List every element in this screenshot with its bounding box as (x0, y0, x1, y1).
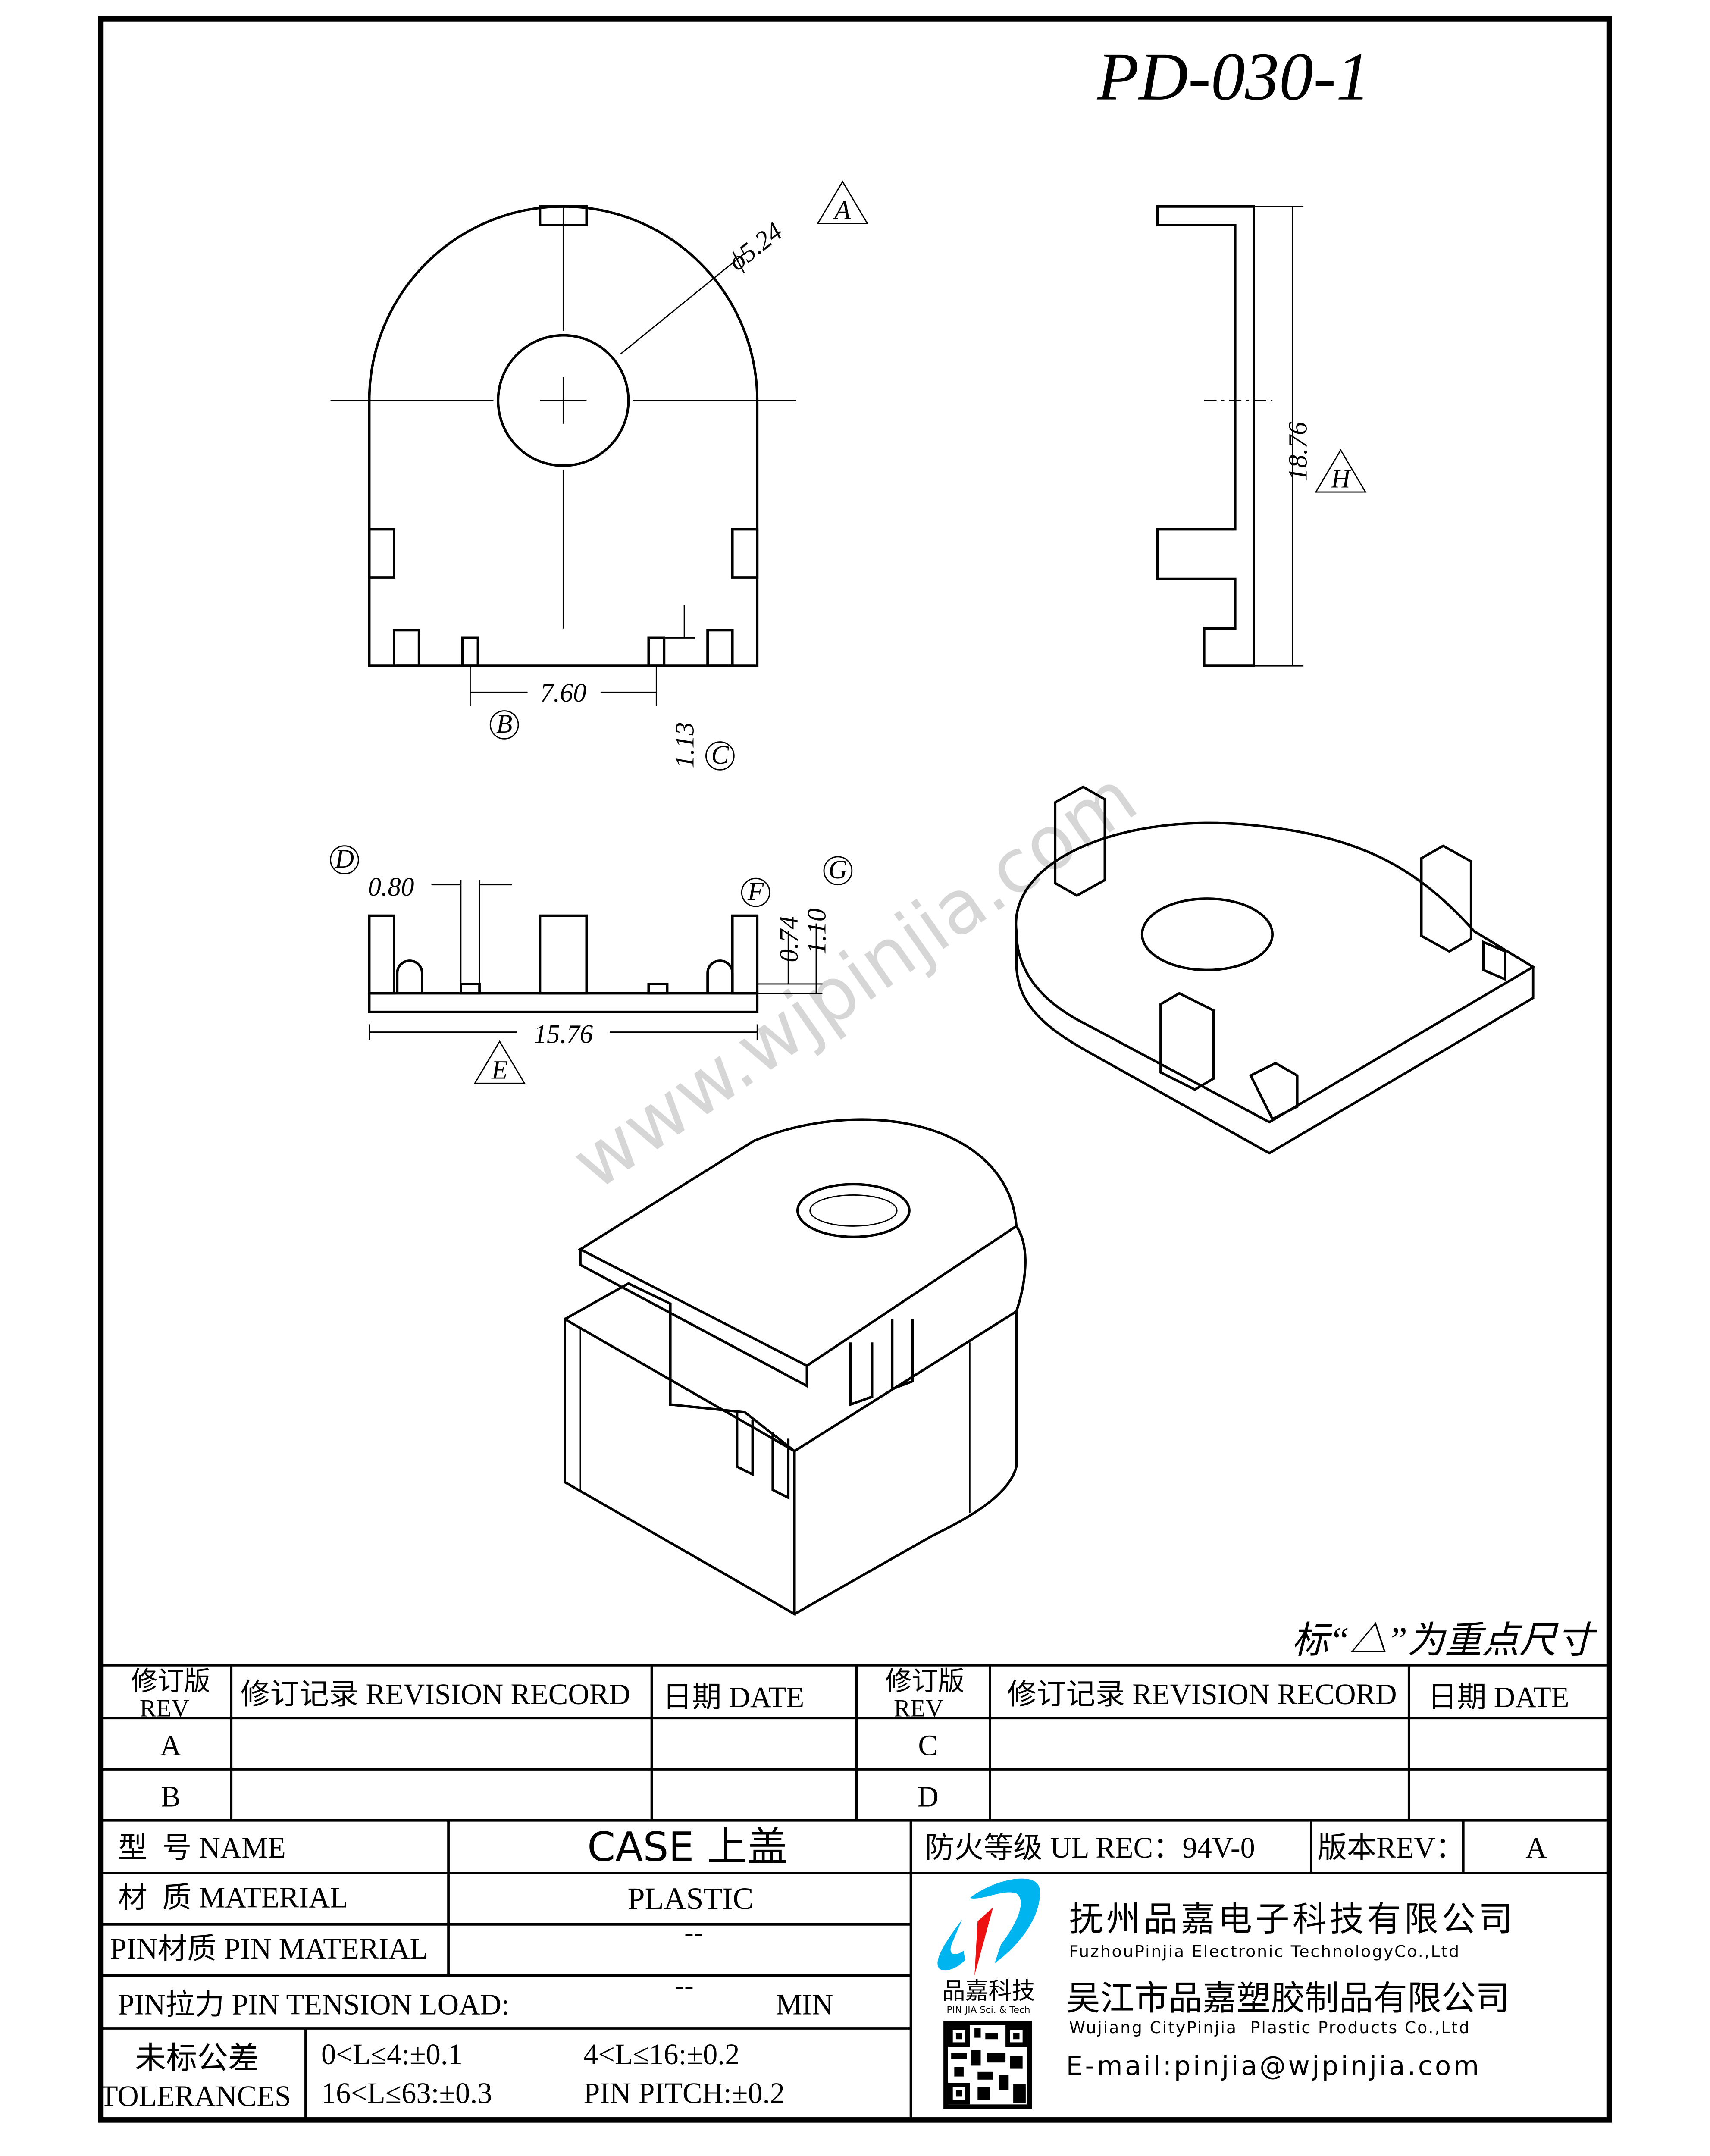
company-name-1-en: FuzhouPinjia Electronic TechnologyCo.,Lt… (1069, 1942, 1460, 1961)
dim-step1: 0.74 (774, 916, 804, 962)
bottom-view: 0.80 D 15.76 E 0.74 1.10 F G (330, 844, 853, 1084)
revision-table: 修订版 REV 修订记录 REVISION RECORD 日期 DATE 修订版… (131, 1667, 1569, 1813)
rev-header-en-right: REV (894, 1695, 943, 1722)
isometric-view-assembly (564, 1118, 1027, 1617)
key-dimension-note: 标“△”为重点尺寸 (1292, 1620, 1598, 1661)
dim-pin-height: 1.13 (670, 722, 700, 768)
rev-header-en-left: REV (140, 1695, 189, 1722)
fire-rating: 防火等级 UL REC：94V-0 (925, 1831, 1255, 1864)
tolerance-2: 4<L≤16:±0.2 (583, 2038, 739, 2071)
company-name-2-en: Wujiang CityPinjia Plastic Products Co.,… (1069, 2018, 1471, 2037)
company-name-2-cn: 吴江市品嘉塑胶制品有限公司 (1066, 1978, 1510, 2018)
pin-material-label: PIN材质 PIN MATERIAL (110, 1932, 428, 1965)
tolerance-3: 16<L≤63:±0.3 (321, 2077, 492, 2109)
dim-pin-spacing: 7.60 (540, 678, 586, 708)
record-header-right: 修订记录 REVISION RECORD (1007, 1678, 1397, 1711)
tolerance-1: 0<L≤4:±0.1 (321, 2038, 463, 2071)
version-value: A (1525, 1831, 1547, 1864)
rev-row-b: B (161, 1780, 181, 1813)
pin-material-value: -- (684, 1917, 703, 1948)
tag-h: H (1331, 464, 1351, 493)
record-header-left: 修订记录 REVISION RECORD (241, 1678, 630, 1711)
rev-row-d: D (917, 1780, 938, 1813)
title-block: 型 号 NAME CASE 上盖 防火等级 UL REC：94V-0 版本REV… (100, 1824, 1547, 2112)
material-value: PLASTIC (628, 1881, 754, 1916)
company-name-1-cn: 抚州品嘉电子科技有限公司 (1069, 1899, 1516, 1939)
tolerance-label-en: TOLERANCES (100, 2080, 291, 2112)
rev-header-right: 修订版 (885, 1667, 965, 1696)
tag-d: D (335, 844, 354, 874)
dim-slot-width: 0.80 (368, 872, 414, 902)
tag-b: B (496, 709, 512, 739)
dim-step2: 1.10 (802, 909, 832, 955)
version-label: 版本REV： (1317, 1831, 1465, 1864)
tolerance-4: PIN PITCH:±0.2 (583, 2077, 785, 2109)
tolerance-label-cn: 未标公差 (135, 2041, 259, 2076)
tag-f: F (747, 877, 764, 906)
isometric-view-top (1015, 785, 1536, 1155)
pin-tension-unit: MIN (776, 1988, 833, 2021)
tag-c: C (711, 740, 729, 770)
qr-code (943, 2021, 1032, 2109)
company-logo: 品嘉科技 PIN JIA Sci. & Tech (937, 1878, 1040, 2015)
tag-e: E (491, 1055, 507, 1084)
name-label: 型 号 NAME (118, 1831, 286, 1864)
dim-height: 18.76 (1283, 422, 1312, 481)
rev-row-c: C (918, 1729, 938, 1762)
side-view: 18.76 H (1156, 205, 1367, 667)
name-value: CASE 上盖 (587, 1824, 788, 1871)
material-label: 材 质 MATERIAL (118, 1881, 348, 1914)
tag-a: A (833, 196, 851, 225)
logo-text-en: PIN JIA Sci. & Tech (946, 2005, 1030, 2015)
pin-tension-value: -- (675, 1970, 694, 2001)
tag-g: G (828, 855, 847, 884)
rev-row-a: A (160, 1729, 181, 1762)
date-header-left: 日期 DATE (663, 1681, 804, 1714)
drawing-frame (98, 16, 1612, 2123)
pin-tension-label: PIN拉力 PIN TENSION LOAD: (118, 1988, 510, 2021)
title-block-grid (100, 1664, 1610, 2120)
company-block: 品嘉科技 PIN JIA Sci. & Tech 抚州品嘉电子科技有限公司 Fu… (937, 1878, 1516, 2109)
logo-text-cn: 品嘉科技 (942, 1977, 1035, 2005)
company-email: E-mail:pinjia@wjpinjia.com (1066, 2051, 1481, 2081)
rev-header-left: 修订版 (131, 1667, 210, 1696)
dim-width: 15.76 (534, 1020, 593, 1049)
part-number-title: PD-030-1 (1097, 39, 1370, 115)
date-header-right: 日期 DATE (1428, 1681, 1569, 1714)
